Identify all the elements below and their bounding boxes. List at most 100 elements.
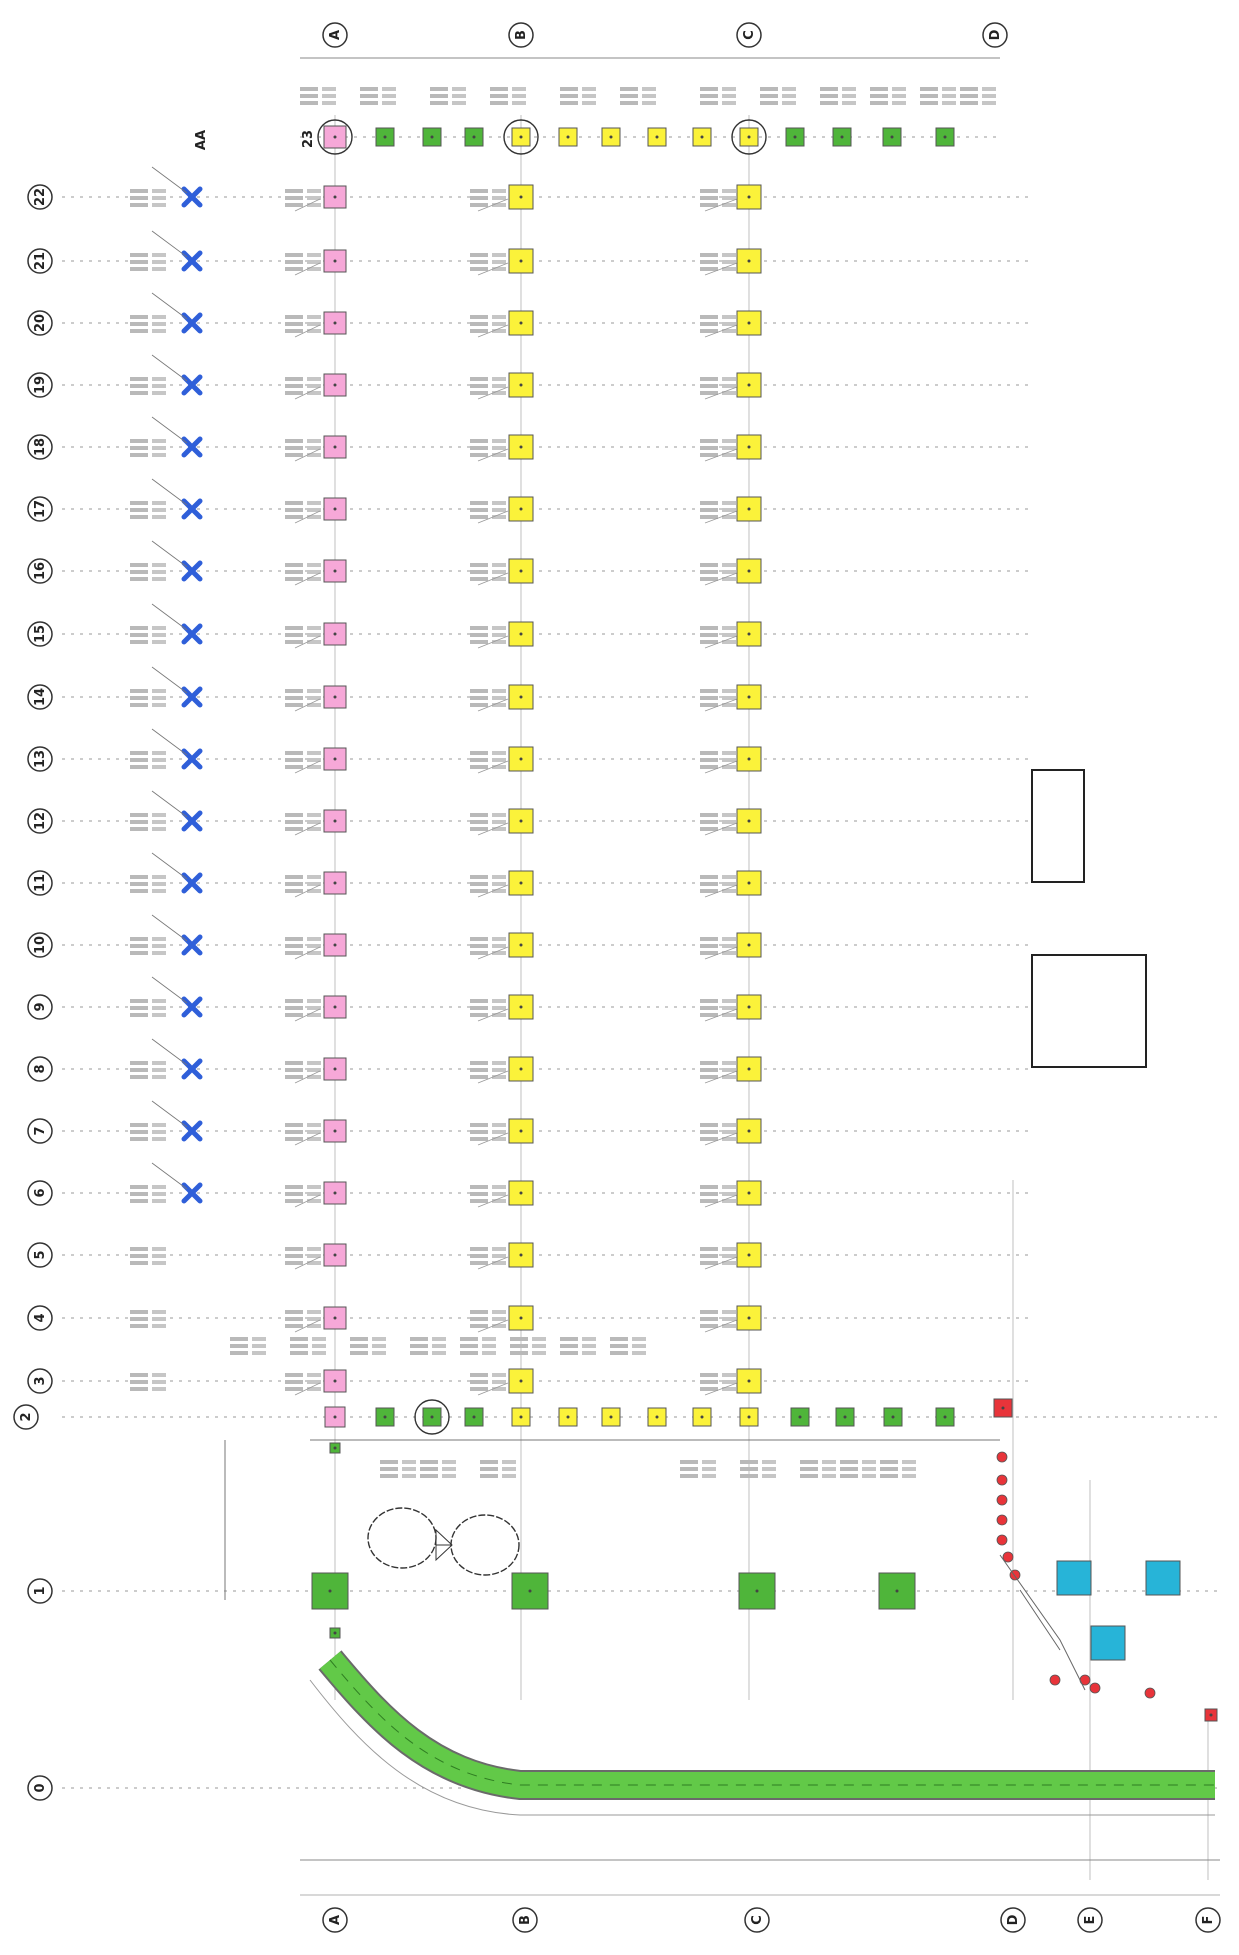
leader-line <box>704 448 738 462</box>
note-mark <box>722 765 736 769</box>
leader-line <box>477 448 509 462</box>
note-mark <box>960 101 978 105</box>
note-mark <box>307 827 321 831</box>
row-marker-circle <box>27 1056 53 1082</box>
note-mark <box>492 1192 506 1196</box>
note-mark <box>722 196 736 200</box>
column-marker-bottom-circle <box>1077 1907 1103 1933</box>
column-marker-bottom-label: C <box>750 1915 765 1925</box>
leader-line <box>294 262 321 276</box>
note-mark <box>130 751 148 755</box>
note-mark <box>582 87 596 91</box>
note-mark <box>982 101 996 105</box>
note-mark <box>560 1351 578 1355</box>
pink-footing-center <box>333 1129 337 1133</box>
leader-line <box>477 386 509 400</box>
note-mark <box>307 1068 321 1072</box>
note-mark <box>285 1254 303 1258</box>
note-mark <box>620 87 638 91</box>
leader-line <box>151 1038 188 1066</box>
note-mark <box>285 253 303 257</box>
note-mark <box>470 1130 488 1134</box>
column-marker-bottom-circle <box>322 1907 348 1933</box>
note-mark <box>285 439 303 443</box>
blue-x-marker <box>181 1058 203 1080</box>
note-mark <box>470 1254 488 1258</box>
note-mark <box>470 501 488 505</box>
yellow-footing-center <box>655 1415 659 1419</box>
note-mark <box>700 758 718 762</box>
column-marker-bottom-circle <box>744 1907 770 1933</box>
note-mark <box>152 577 166 581</box>
note-mark <box>420 1474 438 1478</box>
note-mark <box>382 87 396 91</box>
yellow-footing-center <box>747 1067 751 1071</box>
note-mark <box>152 260 166 264</box>
note-mark <box>492 944 506 948</box>
note-mark <box>722 689 736 693</box>
yellow-footing-center <box>747 569 751 573</box>
note-mark <box>285 570 303 574</box>
note-mark <box>492 1075 506 1079</box>
note-mark <box>470 758 488 762</box>
blue-x-marker <box>181 1120 203 1142</box>
yellow-footing-center <box>519 1129 523 1133</box>
note-mark <box>782 87 796 91</box>
note-mark <box>130 203 148 207</box>
note-mark <box>307 882 321 886</box>
note-mark <box>722 515 736 519</box>
blue-x-marker <box>181 1182 203 1204</box>
note-mark <box>490 94 508 98</box>
note-mark <box>680 1467 698 1471</box>
row-marker-label: 8 <box>33 1064 48 1073</box>
note-mark <box>430 87 448 91</box>
row-marker-circle <box>27 932 53 958</box>
note-mark <box>470 189 488 193</box>
note-mark <box>470 446 488 450</box>
note-mark <box>130 633 148 637</box>
note-mark <box>152 501 166 505</box>
row-marker-label: 19 <box>33 376 48 394</box>
note-mark <box>700 101 718 105</box>
note-mark <box>130 253 148 257</box>
note-mark <box>582 1337 596 1341</box>
yellow-footing-center <box>747 1005 751 1009</box>
note-mark <box>700 508 718 512</box>
note-mark <box>700 267 718 271</box>
note-mark <box>307 633 321 637</box>
note-mark <box>470 696 488 700</box>
note-mark <box>700 315 718 319</box>
leader-line <box>704 262 738 276</box>
note-mark <box>642 101 656 105</box>
note-mark <box>470 827 488 831</box>
note-mark <box>152 1247 166 1251</box>
note-mark <box>610 1351 628 1355</box>
note-mark <box>700 1185 718 1189</box>
yellow-footing-center <box>519 1379 523 1383</box>
note-mark <box>360 94 378 98</box>
note-mark <box>722 827 736 831</box>
note-mark <box>130 1130 148 1134</box>
note-mark <box>285 377 303 381</box>
note-mark <box>862 1474 876 1478</box>
note-mark <box>285 1192 303 1196</box>
yellow-footing-center <box>747 445 751 449</box>
pink-footing-center <box>333 757 337 761</box>
note-mark <box>722 501 736 505</box>
yellow-footing-center <box>519 383 523 387</box>
note-mark <box>722 640 736 644</box>
note-mark <box>285 813 303 817</box>
note-mark <box>700 813 718 817</box>
pink-footing-center <box>333 259 337 263</box>
note-mark <box>307 1199 321 1203</box>
note-mark <box>130 827 148 831</box>
note-mark <box>642 87 656 91</box>
note-mark <box>982 87 996 91</box>
note-mark <box>700 1373 718 1377</box>
row-marker-circle <box>27 684 53 710</box>
blue-x-marker <box>181 934 203 956</box>
leader-line <box>294 1382 321 1396</box>
note-mark <box>285 315 303 319</box>
note-mark <box>152 1261 166 1265</box>
row-marker-circle <box>27 310 53 336</box>
